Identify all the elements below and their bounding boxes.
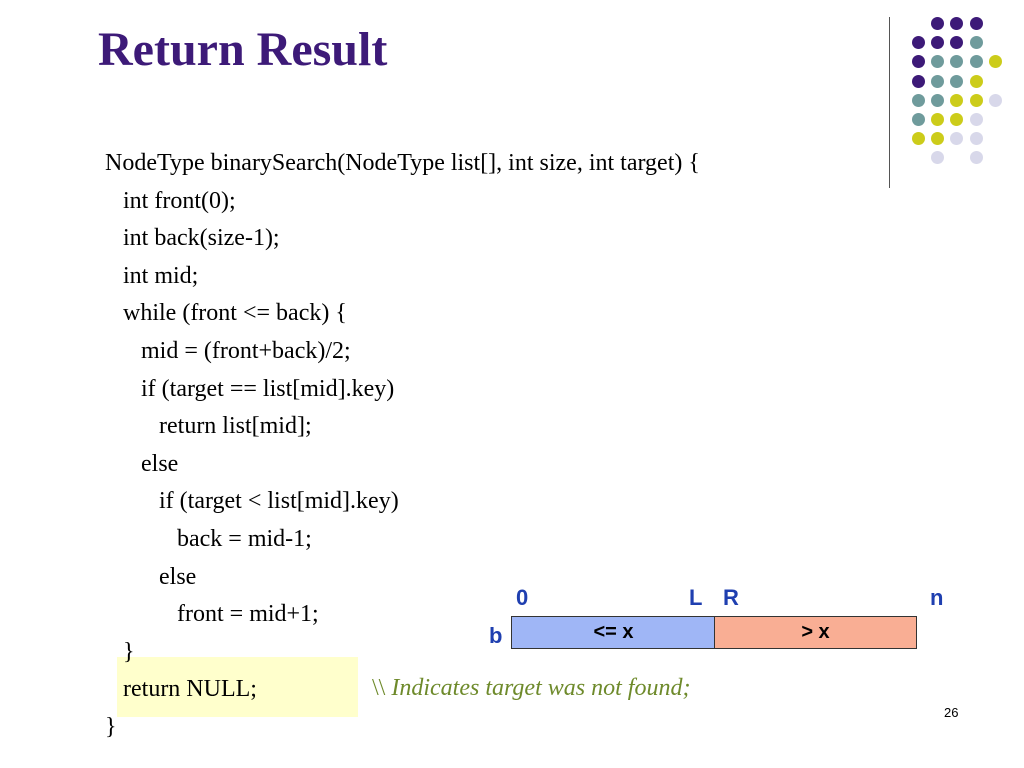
- code-line: mid = (front+back)/2;: [105, 338, 351, 364]
- decorative-dot: [950, 93, 964, 107]
- decorative-dot: [931, 93, 945, 107]
- code-line: while (front <= back) {: [105, 300, 347, 327]
- code-line: front = mid+1;: [105, 601, 319, 628]
- code-line: else: [105, 450, 179, 477]
- decorative-dot: [912, 74, 925, 88]
- decorative-dot: [950, 74, 964, 88]
- code-line: back = mid-1;: [105, 526, 312, 552]
- decorative-dot: [969, 151, 983, 165]
- decorative-dot: [988, 55, 1002, 69]
- diagram-label-start: 0: [516, 585, 529, 610]
- decorative-dot: [969, 36, 983, 50]
- decorative-dot: [912, 93, 925, 107]
- decorative-dot: [969, 74, 983, 88]
- decorative-dot: [950, 36, 964, 50]
- array-segment-right: > x: [714, 616, 917, 649]
- decorative-dot: [912, 36, 925, 50]
- decorative-dot: [969, 17, 983, 30]
- decorative-dot: [988, 93, 1002, 107]
- decorative-dot: [969, 132, 983, 146]
- code-line: return NULL;: [105, 676, 257, 703]
- code-line: if (target == list[mid].key): [105, 375, 395, 402]
- decorative-dot: [950, 113, 964, 126]
- diagram-label-l: L: [689, 585, 703, 610]
- decorative-dot: [931, 132, 945, 146]
- page-number: 26: [944, 705, 959, 720]
- decorative-dot: [912, 113, 925, 126]
- code-line: return list[mid];: [105, 413, 312, 440]
- decorative-dot: [969, 55, 983, 69]
- decorative-dot: [931, 151, 945, 165]
- diagram-label-r: R: [723, 585, 739, 610]
- decorative-dot: [950, 132, 964, 146]
- decorative-dot: [931, 36, 945, 50]
- code-line: int mid;: [105, 262, 199, 289]
- decorative-dot: [912, 132, 925, 146]
- code-line: NodeType binarySearch(NodeType list[], i…: [105, 150, 700, 176]
- decorative-dot: [950, 55, 964, 69]
- decorative-dot: [912, 55, 925, 69]
- comment-text: Indicates target was not found;: [391, 675, 691, 701]
- code-line: int front(0);: [105, 187, 236, 214]
- code-line: if (target < list[mid].key): [105, 488, 399, 515]
- code-block: NodeType binarySearch(NodeType list[], i…: [105, 145, 700, 740]
- code-line: }: [105, 714, 117, 740]
- decorative-dot: [931, 17, 945, 30]
- comment-marker: \\: [372, 675, 386, 701]
- return-null-highlight: [117, 657, 358, 717]
- array-segment-left: <= x: [511, 616, 716, 649]
- slide-title: Return Result: [98, 23, 388, 76]
- decorative-dot: [950, 17, 964, 30]
- decorative-dot: [969, 113, 983, 126]
- code-line: else: [105, 563, 197, 590]
- code-line: int back(size-1);: [105, 225, 280, 252]
- decorative-dot: [931, 55, 945, 69]
- code-comment: \\ Indicates target was not found;: [372, 670, 690, 708]
- decorative-dot: [969, 93, 983, 107]
- diagram-label-b: b: [489, 623, 503, 648]
- diagram-label-end: n: [930, 585, 944, 610]
- decorative-dot: [931, 113, 945, 126]
- decorative-dot: [931, 74, 945, 88]
- title-divider: [889, 17, 890, 188]
- code-line: }: [105, 638, 135, 665]
